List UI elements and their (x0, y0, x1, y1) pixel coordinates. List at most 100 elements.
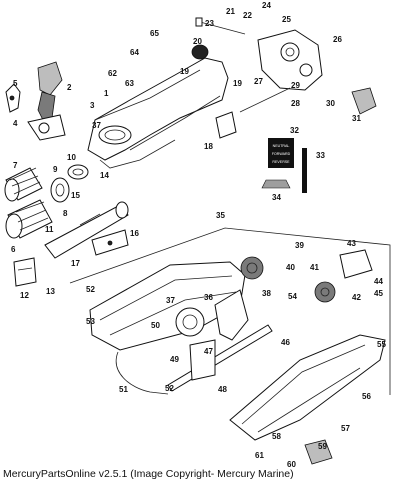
callout-65: 65 (150, 29, 159, 38)
callout-44: 44 (374, 277, 383, 286)
pivot-bracket (27, 114, 66, 141)
decal-text-1: FORWARD (272, 152, 291, 156)
callout-48: 48 (218, 385, 227, 394)
callout-39: 39 (295, 241, 304, 250)
adapter-block (189, 339, 216, 381)
pulley-block (339, 249, 373, 279)
callout-33: 33 (316, 151, 325, 160)
callout-58: 58 (272, 432, 281, 441)
callout-36: 36 (204, 293, 213, 302)
callout-37a: 37 (92, 121, 101, 130)
callout-12: 12 (20, 291, 29, 300)
callout-17: 17 (71, 259, 80, 268)
callout-52a: 52 (86, 285, 95, 294)
callout-10: 10 (67, 153, 76, 162)
sub-assembly-bracket (69, 227, 391, 395)
callout-50: 50 (151, 321, 160, 330)
adjust-knob (351, 87, 377, 115)
shift-lever (214, 289, 249, 341)
throttle-shaft (44, 201, 129, 259)
callout-56: 56 (362, 392, 371, 401)
callout-45: 45 (374, 289, 383, 298)
callout-14: 14 (100, 171, 109, 180)
callout-41: 41 (310, 263, 319, 272)
callout-42: 42 (352, 293, 361, 302)
callout-11: 11 (45, 225, 54, 234)
end-cap (215, 111, 237, 139)
callout-23: 23 (205, 19, 214, 28)
callout-9: 9 (53, 165, 58, 174)
callout-30: 30 (326, 99, 335, 108)
callout-59: 59 (318, 442, 327, 451)
callout-54: 54 (288, 292, 297, 301)
decal-text-2: REVERSE (272, 160, 290, 164)
bevel-gear-upper (240, 256, 264, 280)
callout-40: 40 (286, 263, 295, 272)
callout-6: 6 (11, 245, 16, 254)
callout-43: 43 (347, 239, 356, 248)
callout-8: 8 (63, 209, 68, 218)
callout-55: 55 (377, 340, 386, 349)
callout-34: 34 (272, 193, 281, 202)
callout-20: 20 (193, 37, 202, 46)
callout-4: 4 (13, 119, 18, 128)
tension-knob (304, 439, 333, 465)
callout-63: 63 (125, 79, 134, 88)
callout-1: 1 (104, 89, 109, 98)
indicator-decal (261, 179, 291, 189)
callout-32: 32 (290, 126, 299, 135)
callout-3: 3 (90, 101, 95, 110)
plug (191, 44, 209, 60)
bolt-21 (195, 17, 246, 35)
bevel-gear-lower (314, 281, 336, 303)
cable-clip (13, 257, 37, 287)
callout-24: 24 (262, 1, 271, 10)
copyright-caption: MercuryPartsOnline v2.5.1 (Image Copyrig… (3, 468, 294, 480)
callout-31: 31 (352, 114, 361, 123)
callout-13: 13 (46, 287, 55, 296)
mount-bracket (91, 229, 129, 256)
callout-22: 22 (243, 11, 252, 20)
callout-27: 27 (254, 77, 263, 86)
twist-grip-knob (37, 61, 63, 123)
callout-16: 16 (130, 229, 139, 238)
callout-64: 64 (130, 48, 139, 57)
callout-25: 25 (282, 15, 291, 24)
callout-19a: 19 (180, 67, 189, 76)
washers (50, 164, 89, 203)
callout-2: 2 (67, 83, 72, 92)
callout-18: 18 (204, 142, 213, 151)
shift-spring (175, 307, 205, 337)
callout-60: 60 (287, 460, 296, 469)
stripe-decal (302, 148, 307, 193)
callout-46: 46 (281, 338, 290, 347)
callout-52b: 52 (165, 384, 174, 393)
callout-15: 15 (71, 191, 80, 200)
gear-housing (257, 29, 323, 91)
callout-35: 35 (216, 211, 225, 220)
grip-sleeve (4, 167, 43, 202)
bottom-cover (229, 334, 386, 441)
throttle-grip (5, 199, 53, 239)
callout-29: 29 (291, 81, 300, 90)
callout-7: 7 (13, 161, 18, 170)
callout-labels: 1 2 3 4 5 6 7 8 9 10 11 12 13 14 15 16 1… (11, 1, 386, 469)
long-bolt (239, 87, 291, 113)
callout-61: 61 (255, 451, 264, 460)
decal-text-0: NEUTRAL (273, 144, 290, 148)
callout-38: 38 (262, 289, 271, 298)
callout-5: 5 (13, 79, 18, 88)
callout-57: 57 (341, 424, 350, 433)
grip-lever (5, 83, 21, 113)
callout-62: 62 (108, 69, 117, 78)
callout-21: 21 (226, 7, 235, 16)
callout-37b: 37 (166, 296, 175, 305)
throttle-link (115, 351, 169, 395)
shift-decal: NEUTRAL FORWARD REVERSE (268, 138, 294, 168)
callout-26: 26 (333, 35, 342, 44)
callout-51: 51 (119, 385, 128, 394)
callout-19b: 19 (233, 79, 242, 88)
callout-49: 49 (170, 355, 179, 364)
